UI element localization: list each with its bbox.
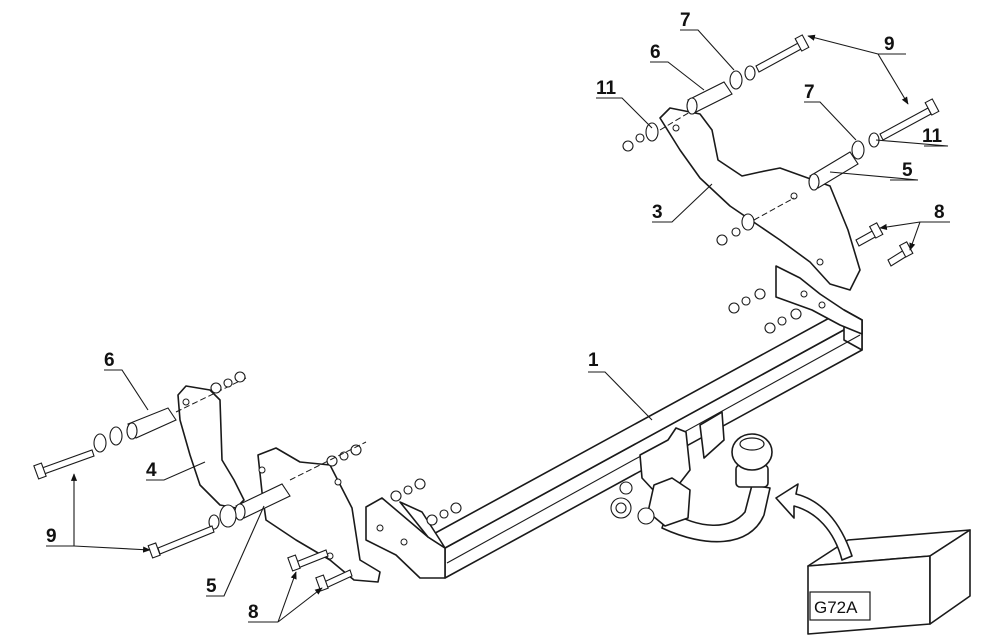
label-part-11-top: 11 (596, 78, 617, 99)
label-part-11-second: 11 (922, 126, 943, 147)
kit-code: G72A (814, 598, 858, 617)
hardware (33, 34, 940, 592)
label-part-9-left: 9 (46, 526, 57, 547)
label-part-3: 3 (652, 202, 663, 223)
label-part-7-top: 7 (680, 10, 691, 31)
label-part-6-right: 6 (650, 42, 661, 63)
label-part-5-left: 5 (206, 576, 217, 597)
label-part-8-left: 8 (248, 602, 259, 623)
callout-leaders (46, 29, 950, 623)
label-part-7-second: 7 (804, 82, 815, 103)
curved-arrow (775, 483, 853, 561)
kit-box: G72A (807, 529, 971, 635)
label-part-6-left: 6 (104, 350, 115, 371)
label-part-5-right: 5 (902, 160, 913, 181)
right-bracket (659, 107, 861, 291)
label-part-4: 4 (146, 460, 157, 481)
label-part-9-right: 9 (884, 34, 895, 55)
label-part-8-right: 8 (934, 202, 945, 223)
label-part-1: 1 (588, 350, 599, 371)
tow-ball-assembly (610, 411, 773, 543)
left-bracket (177, 385, 381, 583)
callout-labels: 1 3 4 5 5 6 6 7 7 8 8 9 9 11 11 (46, 10, 945, 623)
towbar-crossbar (365, 265, 863, 579)
